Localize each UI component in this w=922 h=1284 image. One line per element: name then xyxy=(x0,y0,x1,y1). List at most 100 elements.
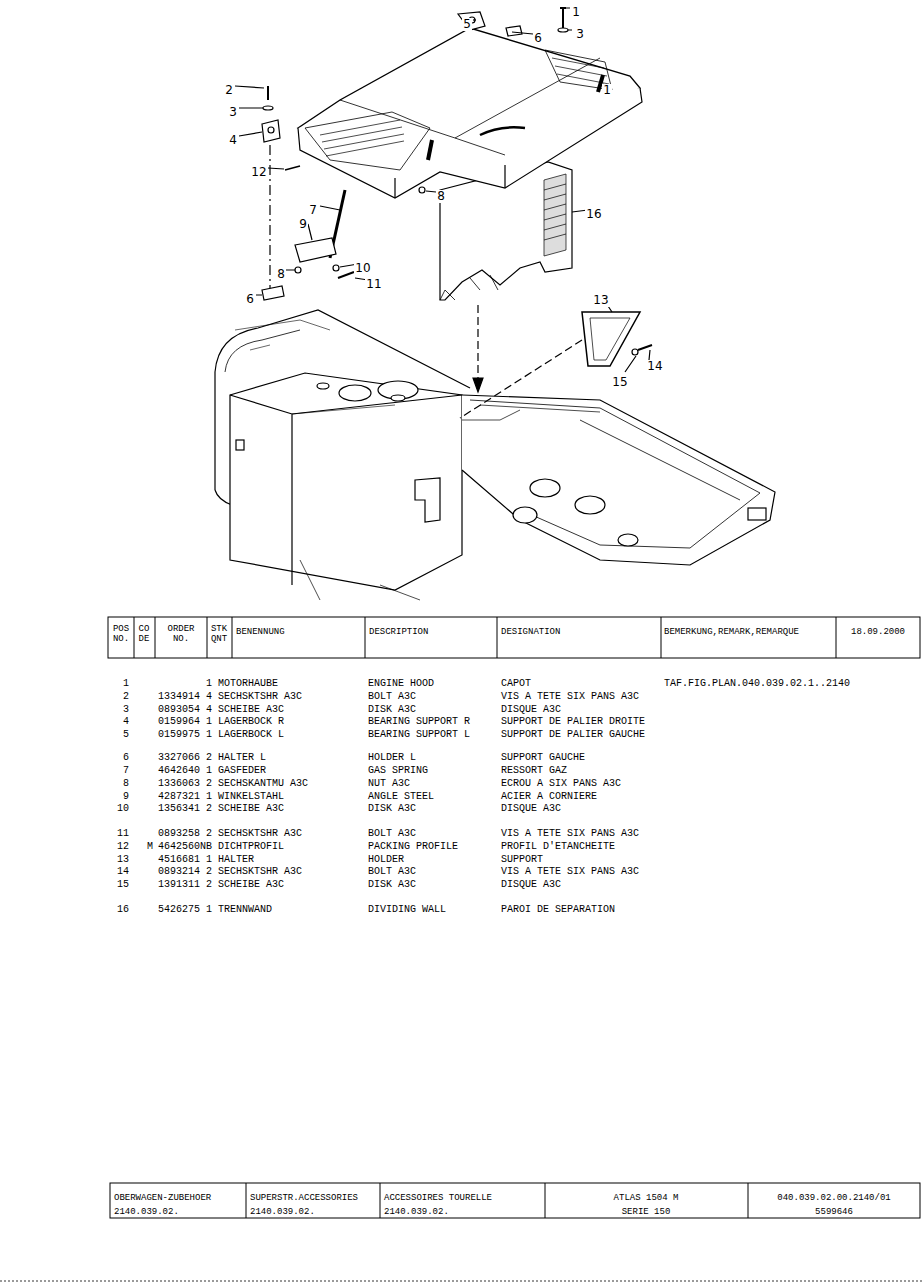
table-cell: 7 xyxy=(123,765,129,777)
table-cell: 1391311 xyxy=(158,879,200,891)
table-cell: 0893258 xyxy=(158,828,200,840)
table-cell: 1356341 xyxy=(158,803,200,815)
label-holder: 9 xyxy=(298,214,308,232)
label-holder: 5 xyxy=(462,14,472,32)
label-holder: 1 xyxy=(206,898,212,916)
callout-number: 5 xyxy=(462,18,472,31)
table-cell: PACKING PROFILE xyxy=(368,841,458,853)
table-cell: 0893214 xyxy=(158,866,200,878)
table-cell: 2 xyxy=(123,691,129,703)
table-header: STK QNT xyxy=(209,624,229,644)
callout-number: 8 xyxy=(276,268,286,281)
callout-number: 7 xyxy=(308,204,318,217)
table-cell: 5 xyxy=(123,729,129,741)
table-cell: 1 xyxy=(123,678,129,690)
table-cell: DISK A3C xyxy=(368,704,416,716)
table-cell: BEARING SUPPORT L xyxy=(368,729,470,741)
title-block-cell: 2140.039.02. xyxy=(114,1206,179,1218)
table-cell: 0159975 xyxy=(158,729,200,741)
table-cell: PROFIL D'ETANCHEITE xyxy=(501,841,615,853)
table-cell: 11 xyxy=(117,828,129,840)
title-block-cell: 040.039.02.00.2140/01 xyxy=(777,1192,890,1204)
callout-number: 9 xyxy=(298,218,308,231)
label-holder: M xyxy=(147,835,153,853)
table-cell: DICHTPROFIL xyxy=(218,841,284,853)
label-holder: ATLAS 1504 M xyxy=(614,1186,679,1204)
table-cell: ENGINE HOOD xyxy=(368,678,434,690)
table-cell: BEARING SUPPORT R xyxy=(368,716,470,728)
label-holder: 11 xyxy=(365,274,382,292)
table-cell: VIS A TETE SIX PANS A3C xyxy=(501,866,639,878)
table-cell: 0893054 xyxy=(158,704,200,716)
table-cell: 4287321 xyxy=(158,791,200,803)
label-holder: 6 xyxy=(245,289,255,307)
table-cell: WINKELSTAHL xyxy=(218,791,284,803)
callout-number: 1 xyxy=(571,6,581,19)
table-cell: 5426275 xyxy=(158,904,200,916)
table-cell: SCHEIBE A3C xyxy=(218,803,284,815)
title-block-cell: ATLAS 1504 M xyxy=(614,1192,679,1204)
label-holder: HALTER L xyxy=(218,746,266,764)
table-cell: 6 xyxy=(123,752,129,764)
table-cell: HALTER xyxy=(218,854,254,866)
label-holder: ENGINE HOOD xyxy=(368,672,434,690)
callout-number: 1 xyxy=(602,84,612,97)
table-header: CO DE xyxy=(137,624,151,644)
table-cell: SUPPORT DE PALIER DROITE xyxy=(501,716,645,728)
table-cell: 4 xyxy=(123,716,129,728)
table-cell: SCHEIBE A3C xyxy=(218,704,284,716)
label-holder: 18.09.2000 xyxy=(851,620,905,638)
table-cell: M xyxy=(147,841,153,853)
label-holder: 3 xyxy=(228,102,238,120)
table-header: DESCRIPTION xyxy=(369,627,428,637)
label-holder: DIVIDING WALL xyxy=(368,898,446,916)
table-cell: 15 xyxy=(117,879,129,891)
table-cell: DISQUE A3C xyxy=(501,803,561,815)
table-cell: ECROU A SIX PANS A3C xyxy=(501,778,621,790)
label-holder: 16 xyxy=(585,204,602,222)
title-block-cell: SERIE 150 xyxy=(622,1206,671,1218)
label-holder: 13 xyxy=(592,290,609,308)
label-holder: VIS A TETE SIX PANS A3C xyxy=(501,822,639,840)
label-holder: 3327066 xyxy=(158,746,200,764)
table-header: ORDER NO. xyxy=(163,624,199,644)
label-holder: 2 xyxy=(224,80,234,98)
table-cell: 2 xyxy=(206,778,212,790)
table-cell: VIS A TETE SIX PANS A3C xyxy=(501,691,639,703)
label-holder: PAROI DE SEPARATION xyxy=(501,898,615,916)
table-header: POS NO. xyxy=(109,624,133,644)
table-cell: VIS A TETE SIX PANS A3C xyxy=(501,828,639,840)
label-holder: 2 xyxy=(206,746,212,764)
label-holder: 11 xyxy=(117,822,129,840)
table-cell: 3 xyxy=(123,704,129,716)
table-cell: 13 xyxy=(117,854,129,866)
table-cell: 4516681 xyxy=(158,854,200,866)
label-holder: STK QNT xyxy=(209,624,229,645)
callout-number: 15 xyxy=(611,376,628,389)
label-holder: 2 xyxy=(206,822,212,840)
table-cell: 1 xyxy=(206,716,212,728)
table-cell: CAPOT xyxy=(501,678,531,690)
table-cell: 3327066 xyxy=(158,752,200,764)
table-cell: BOLT A3C xyxy=(368,691,416,703)
callout-number: 3 xyxy=(228,106,238,119)
label-holder: ACCESSOIRES TOURELLE xyxy=(384,1186,492,1204)
label-holder: 7 xyxy=(308,200,318,218)
label-holder: HOLDER L xyxy=(368,746,416,764)
table-header: BEMERKUNG,REMARK,REMARQUE xyxy=(664,627,799,637)
table-cell: SECHSKANTMU A3C xyxy=(218,778,308,790)
callout-number: 3 xyxy=(575,28,585,41)
label-holder: TRENNWAND xyxy=(218,898,272,916)
callout-number: 14 xyxy=(646,360,663,373)
table-cell: ACIER A CORNIERE xyxy=(501,791,597,803)
table-cell: 14 xyxy=(117,866,129,878)
table-cell: 2 xyxy=(206,866,212,878)
table-cell: 1 xyxy=(206,854,212,866)
label-holder: MOTORHAUBE xyxy=(218,672,278,690)
table-cell: SUPPORT xyxy=(501,854,543,866)
table-cell: SECHSKTSHR A3C xyxy=(218,828,302,840)
callout-number: 4 xyxy=(228,134,238,147)
label-holder: SUPERSTR.ACCESSORIES xyxy=(250,1186,358,1204)
table-cell: GASFEDER xyxy=(218,765,266,777)
title-block-cell: ACCESSOIRES TOURELLE xyxy=(384,1192,492,1204)
